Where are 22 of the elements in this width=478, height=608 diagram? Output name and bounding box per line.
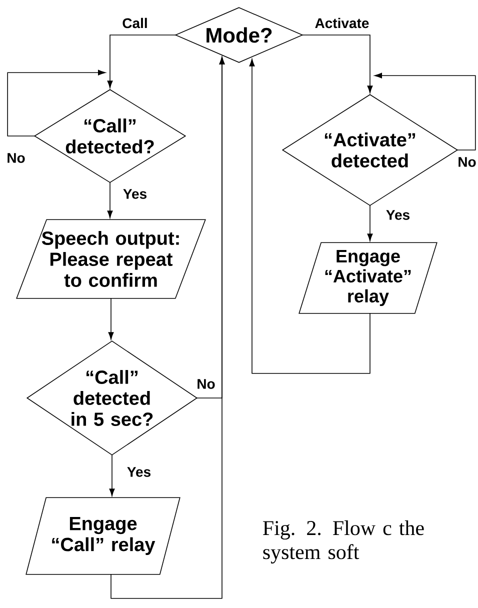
arrow — [302, 34, 373, 94]
edge-label: No — [196, 378, 216, 390]
caption: Fig. 2. Flow c the system soft — [263, 520, 424, 564]
arrow — [109, 454, 115, 496]
arrow — [108, 298, 114, 340]
arrow — [374, 72, 476, 150]
edge-label: Call — [121, 16, 149, 30]
arrow — [110, 56, 225, 599]
parallelogram-box: Speech output: Please repeat to confirm — [16, 219, 206, 299]
edge-label: Activate — [314, 16, 370, 30]
edge-label: No — [456, 156, 478, 168]
edge-label: Yes — [384, 209, 412, 221]
arrow — [107, 182, 113, 218]
arrow — [7, 70, 106, 136]
arrow — [249, 58, 370, 374]
arrow — [107, 34, 176, 88]
edge-label: Yes — [126, 466, 152, 478]
arrow — [367, 205, 373, 242]
parallelogram-box: Engage “Call” relay — [26, 497, 180, 575]
edge-label: No — [6, 152, 26, 164]
edge-label: Yes — [122, 188, 148, 200]
parallelogram-box: Engage “Activate” relay — [298, 242, 438, 314]
